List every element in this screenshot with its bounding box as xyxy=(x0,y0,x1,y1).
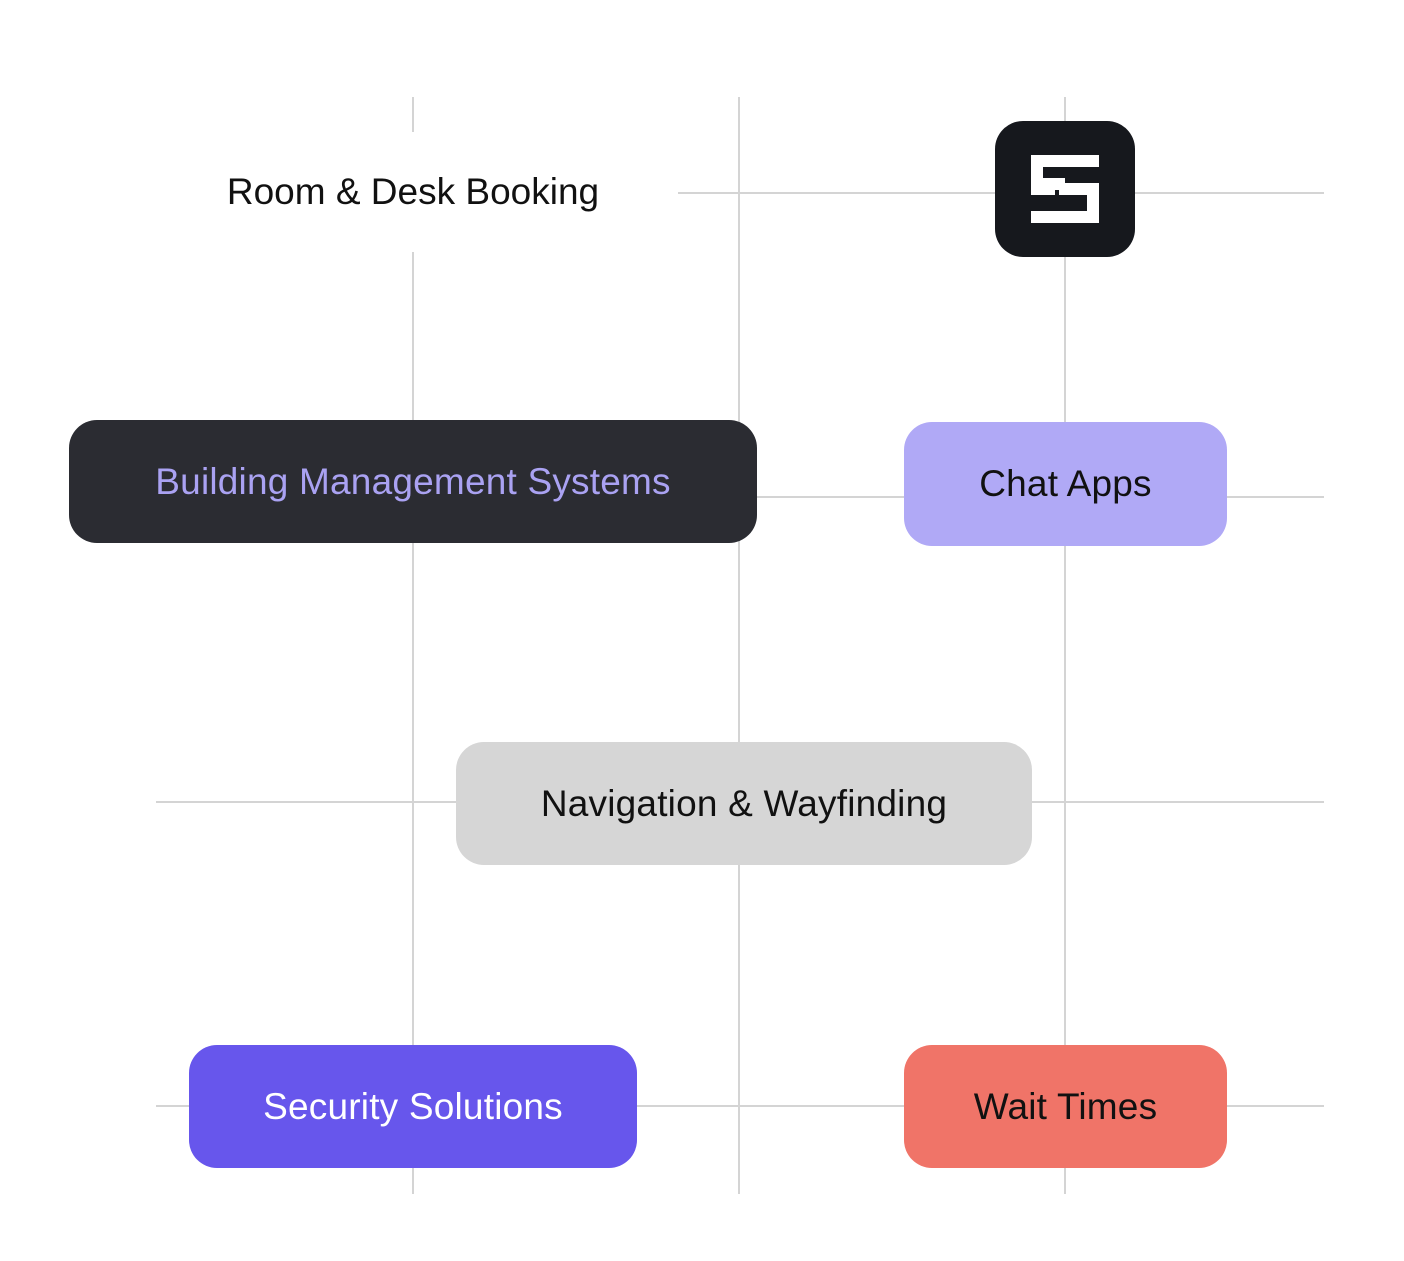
building-management-systems-node: Building Management Systems xyxy=(69,420,757,543)
room-desk-booking-label: Room & Desk Booking xyxy=(196,132,630,252)
navigation-wayfinding-text: Navigation & Wayfinding xyxy=(540,782,948,824)
security-solutions-text: Security Solutions xyxy=(263,1085,563,1127)
grid-vertical-line-right xyxy=(1064,97,1066,1194)
room-desk-booking-text: Room & Desk Booking xyxy=(226,171,600,212)
navigation-wayfinding-node: Navigation & Wayfinding xyxy=(456,742,1032,865)
chat-apps-node: Chat Apps xyxy=(904,422,1227,546)
grid-horizontal-line-row4 xyxy=(156,1105,1324,1107)
building-management-systems-text: Building Management Systems xyxy=(155,460,671,502)
brand-s-icon xyxy=(1031,155,1099,223)
wait-times-text: Wait Times xyxy=(973,1085,1158,1127)
chat-apps-text: Chat Apps xyxy=(979,463,1152,504)
grid-vertical-line-middle xyxy=(738,97,740,1194)
wait-times-node: Wait Times xyxy=(904,1045,1227,1168)
security-solutions-node: Security Solutions xyxy=(189,1045,637,1168)
grid-vertical-line-left xyxy=(412,97,414,1194)
brand-logo xyxy=(995,121,1135,257)
